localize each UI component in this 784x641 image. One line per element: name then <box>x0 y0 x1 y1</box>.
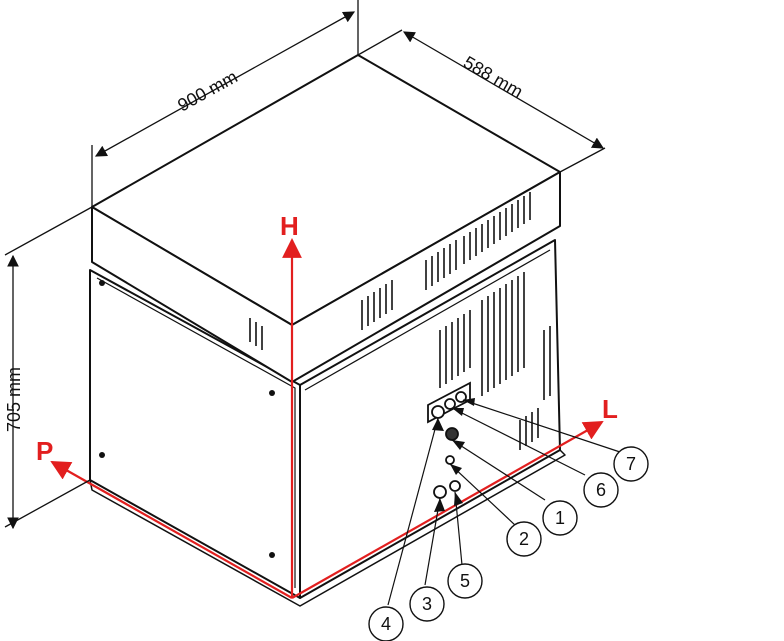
connector-7 <box>455 391 467 403</box>
svg-text:2: 2 <box>519 529 529 549</box>
connector-bolt <box>445 455 455 465</box>
svg-text:4: 4 <box>381 614 391 634</box>
callout-5: 5 <box>447 563 483 599</box>
axis-p-line <box>50 461 293 599</box>
callout-arrowheads <box>432 398 475 512</box>
axis-h-label: H <box>280 211 299 241</box>
callout-leaders <box>387 399 621 606</box>
svg-text:5: 5 <box>460 571 470 591</box>
cabinet-screws <box>99 280 275 558</box>
svg-text:3: 3 <box>422 594 432 614</box>
dimension-depth-label: 588 mm <box>460 52 526 102</box>
callout-3: 3 <box>409 586 445 622</box>
callout-1: 1 <box>542 500 578 536</box>
connector-3 <box>433 485 447 499</box>
connector-1 <box>445 427 459 441</box>
axis-p-label: P <box>36 436 53 466</box>
callout-7: 7 <box>613 446 649 482</box>
dimension-depth-line <box>402 31 605 149</box>
axis-l-label: L <box>602 394 618 424</box>
svg-text:1: 1 <box>555 508 565 528</box>
axis-l-line <box>291 421 604 599</box>
callout-6: 6 <box>583 472 619 508</box>
svg-text:7: 7 <box>626 454 636 474</box>
dimension-height-label: 705 mm <box>4 367 24 432</box>
connector-6 <box>444 398 456 410</box>
svg-text:6: 6 <box>596 480 606 500</box>
connector-4 <box>431 405 445 419</box>
callout-2: 2 <box>506 521 542 557</box>
dimension-lines <box>4 0 606 530</box>
top-vents <box>249 192 531 350</box>
connector-5 <box>449 480 461 492</box>
axis-lines <box>50 238 604 599</box>
dimension-width-line <box>94 11 356 157</box>
callout-4: 4 <box>368 606 404 641</box>
dimension-width-label: 900 mm <box>174 66 241 115</box>
